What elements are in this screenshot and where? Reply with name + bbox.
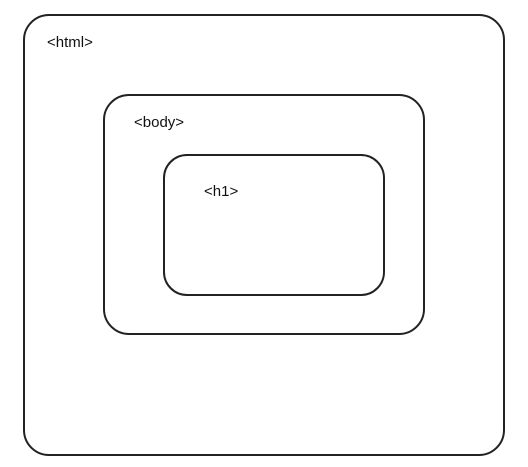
- body-element-label: <body>: [134, 114, 185, 131]
- h1-element-box: [163, 154, 385, 296]
- html-element-label: <html>: [47, 34, 93, 51]
- h1-element-label: <h1>: [204, 183, 239, 200]
